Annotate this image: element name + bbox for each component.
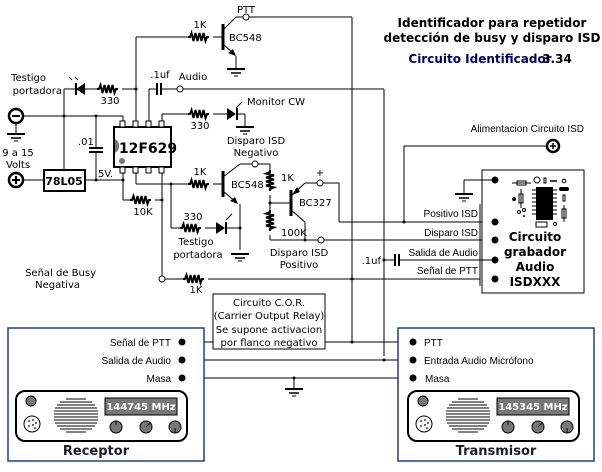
led-light-icon xyxy=(68,76,73,81)
monitor-led-icon xyxy=(227,108,236,120)
transmisor-frequency: 145345 MHz xyxy=(498,402,568,413)
svg-text:Positivo ISD: Positivo ISD xyxy=(424,209,478,220)
led2-label-line1: Testigo xyxy=(178,237,214,248)
ptt-label: PTT xyxy=(237,5,256,16)
audio-out-cap-label: .1uf xyxy=(362,256,382,267)
isd-pin-disparo: Disparo ISD xyxy=(424,228,499,244)
positive-terminal-icon xyxy=(7,171,25,189)
isd-gnd-pin xyxy=(491,176,499,184)
regulator-label: 78L05 xyxy=(45,175,83,188)
monitor-label: Monitor CW xyxy=(247,97,305,108)
transmisor-pin-audio: Entrada Audio Micrófono xyxy=(424,356,534,367)
led2-label-line2: portadora xyxy=(173,250,222,261)
transmisor-radio-icon xyxy=(407,390,580,442)
transmisor-pin-masa: Masa xyxy=(425,374,450,385)
isd-name-line3: Audio xyxy=(516,260,555,274)
cor-line4: por flanco negativo xyxy=(220,338,317,349)
title-line1: Identificador para repetidor xyxy=(398,16,587,30)
q3-transistor-label: BC327 xyxy=(299,198,332,209)
isd-name-line1: Circuito xyxy=(509,230,562,244)
isd-pin-ptt: Señal de PTT xyxy=(417,266,499,283)
isd-neg-terminal xyxy=(251,160,259,168)
receptor-pin-masa: Masa xyxy=(147,374,172,385)
cor-line3: Se supone activacion xyxy=(216,325,322,336)
pullup-resistor-label: 10K xyxy=(133,207,153,218)
isd-pin-audio: Salida de Audio xyxy=(408,248,499,264)
isd-name-line4: ISDXXX xyxy=(510,275,562,289)
ptt-resistor-label: 1K xyxy=(194,20,207,31)
supply-label-line2: Volts xyxy=(6,160,30,171)
ptt-transistor-label: BC548 xyxy=(229,33,262,44)
subtitle-name: Circuito Identificador xyxy=(408,52,551,66)
busy-resistor-label: 1K xyxy=(190,285,203,296)
isd-name-line2: grabador xyxy=(504,245,566,259)
mcu-label: 12F629 xyxy=(119,141,177,157)
led2-resistor-label: 330 xyxy=(183,212,202,223)
receptor-name: Receptor xyxy=(63,444,130,459)
isd-pos-label-line1: Disparo ISD xyxy=(270,248,329,259)
audio-terminal xyxy=(176,85,184,93)
isd-neg-label-line2: Negativo xyxy=(234,148,279,159)
svg-text:Salida de Audio: Salida de Audio xyxy=(408,248,478,259)
isd-power-label: Alimentacion Circuito ISD xyxy=(471,124,584,135)
plus-label: + xyxy=(316,168,324,179)
cor-line1: Circuito C.O.R. xyxy=(233,298,305,309)
plus-terminal xyxy=(316,179,324,187)
led1-resistor-label: 330 xyxy=(100,96,119,107)
svg-text:Disparo ISD: Disparo ISD xyxy=(424,228,478,239)
isd-pin-positivo: Positivo ISD xyxy=(424,209,499,226)
q3-r2-label: 100K xyxy=(281,228,307,239)
isd-neg-label-line1: Disparo ISD xyxy=(227,136,286,147)
isd-pos-terminal xyxy=(317,236,325,244)
busy-label-line2: Negativa xyxy=(35,280,80,291)
supply-label-line1: 9 a 15 xyxy=(2,148,34,159)
monitor-resistor-label: 330 xyxy=(190,121,209,132)
rail-label: 5V. xyxy=(98,169,113,180)
q2-resistor-label: 1K xyxy=(194,167,207,178)
transmisor-pin-ptt: PTT xyxy=(424,338,443,349)
led1-label-line1: Testigo xyxy=(10,73,46,84)
cor-box xyxy=(212,293,326,350)
receptor-speaker-icon xyxy=(54,397,98,435)
busy-label-line1: Señal de Busy xyxy=(25,268,96,279)
audio-cap-label: .1uf xyxy=(150,70,170,81)
transmisor-name: Transmisor xyxy=(456,444,537,459)
receptor-pin-ptt: Señal de PTT xyxy=(110,338,171,349)
cap-label: .01 xyxy=(78,137,94,148)
cor-line2: (Carrier Output Relay) xyxy=(214,311,325,322)
busy-terminal xyxy=(158,275,166,283)
led1-label-line2: portadora xyxy=(13,86,62,97)
receptor-frequency: 144745 MHz xyxy=(106,402,176,413)
led2-icon xyxy=(216,222,225,234)
audio-label: Audio xyxy=(179,72,207,83)
subtitle-version: 3.34 xyxy=(542,52,572,66)
receptor-pin-audio: Salida de Audio xyxy=(101,356,171,367)
title-line2: detección de busy y disparo ISD xyxy=(383,31,600,45)
svg-text:Señal de PTT: Señal de PTT xyxy=(417,266,478,277)
transmisor-speaker-icon xyxy=(446,398,490,433)
q3-r1-label: 1K xyxy=(281,173,294,184)
isd-power-terminal-icon xyxy=(545,138,561,154)
negative-terminal-icon xyxy=(7,107,25,125)
ground-icon xyxy=(6,133,26,142)
isd-pos-label-line2: Positivo xyxy=(280,260,319,271)
q2-transistor-label: BC548 xyxy=(231,180,264,191)
isd-board-icon xyxy=(512,176,569,228)
receptor-radio-icon xyxy=(15,390,188,442)
